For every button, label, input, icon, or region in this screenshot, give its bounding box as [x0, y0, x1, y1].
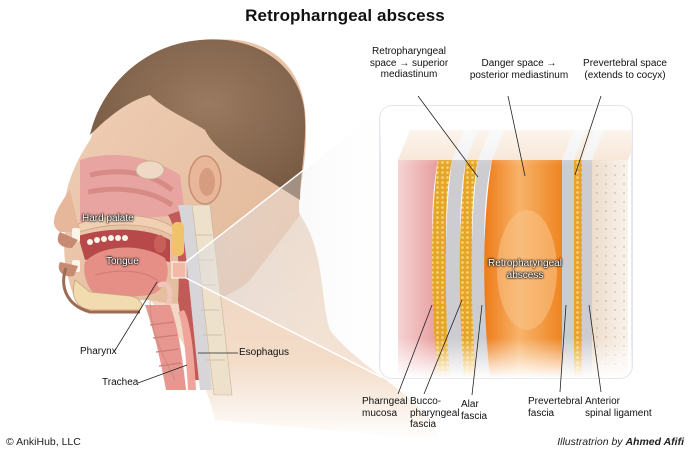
label-buccopharyngeal-fascia: Bucco- pharyngeal fascia: [410, 396, 459, 431]
label-prevertebral-space: Prevertebral space (extends to cocyx): [570, 58, 680, 81]
credit-prefix: Illustratrion by: [557, 436, 626, 448]
label-line: space → superior: [369, 57, 449, 69]
label-danger-space: Danger space → posterior mediastinum: [464, 58, 574, 81]
label-retropharyngeal-space: Retropharyngeal space → superior mediast…: [354, 46, 464, 81]
label-line: (extends to cocyx): [584, 69, 666, 81]
label-line: Retropharyngeal: [372, 46, 446, 57]
label-esophagus: Esophagus: [239, 347, 290, 358]
label-tongue: Tongue: [106, 256, 139, 267]
label-line: Prevertebral space: [583, 58, 667, 69]
fascial-layers-inset: [379, 105, 633, 379]
label-line: fascia: [461, 410, 488, 422]
label-pharynx: Pharynx: [80, 346, 117, 357]
label-anterior-spinal-ligament: Anterior spinal ligament: [585, 396, 652, 419]
label-line: Prevertebral: [528, 396, 583, 407]
label-pharyngeal-mucosa: Pharngeal mucosa: [362, 396, 408, 419]
label-trachea: Trachea: [102, 377, 139, 388]
copyright-text: © AnkiHub, LLC: [6, 436, 81, 448]
label-line: fascia: [528, 407, 555, 419]
label-line: Danger space →: [481, 58, 557, 69]
label-retropharyngeal-abscess: Retropharyngeal abscess: [480, 258, 570, 281]
label-alar-fascia: Alar fascia: [461, 399, 487, 422]
abscess-label-line-2: abscess: [506, 269, 544, 281]
label-hard-palate: Hard palate: [82, 213, 134, 224]
label-line: posterior mediastinum: [469, 69, 569, 81]
label-line: fascia: [410, 419, 437, 430]
label-line: mucosa: [362, 407, 398, 419]
label-line: Alar: [461, 399, 479, 410]
credit-author: Ahmed Afifi: [625, 436, 684, 448]
abscess-label-line-1: Retropharyngeal: [488, 258, 562, 269]
label-line: Bucco-: [410, 396, 442, 407]
illustration-credit: Illustratrion by Ahmed Afifi: [557, 436, 684, 448]
label-prevertebral-fascia: Prevertebral fascia: [528, 396, 582, 419]
label-line: mediastinum: [380, 69, 438, 80]
label-line: Pharngeal: [362, 396, 408, 407]
label-line: Anterior: [585, 396, 621, 407]
label-line: spinal ligament: [585, 407, 652, 419]
label-line: pharyngeal: [410, 407, 460, 419]
figure-title: Retropharngeal abscess: [245, 6, 445, 25]
leader-lines: [113, 95, 602, 396]
